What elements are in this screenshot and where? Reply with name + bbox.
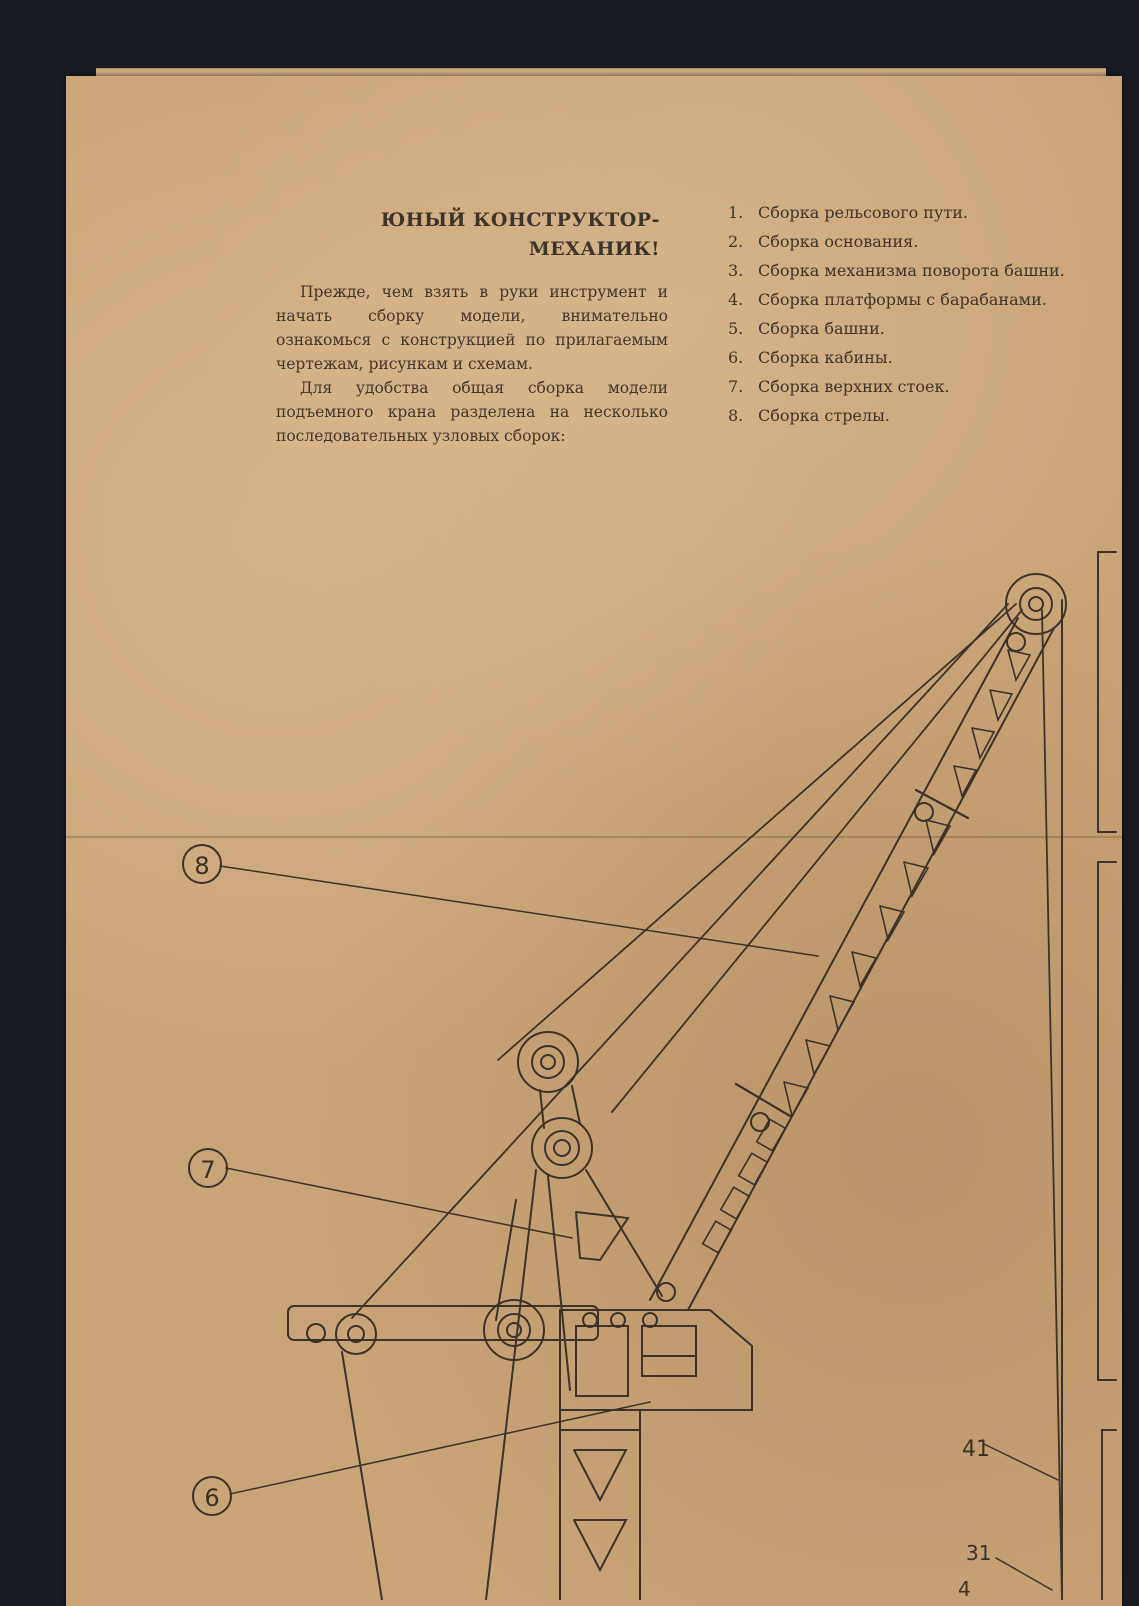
callout-4: 4 [958, 1577, 971, 1600]
boom-cables [351, 603, 1063, 1600]
step-number: 1. [728, 203, 744, 222]
callout-41: 41 [962, 1437, 990, 1462]
intro-paragraph-1: Прежде, чем взять в руки инструмент и на… [276, 283, 668, 373]
heading-line-1: ЮНЫЙ КОНСТРУКТОР- [380, 209, 660, 231]
paper-sheet [66, 76, 1122, 1606]
heading-line-2: МЕХАНИК! [528, 238, 660, 260]
step-text: Сборка кабины. [758, 348, 893, 367]
callout-8: 8 [194, 852, 209, 880]
tower-upper-struts [485, 1031, 663, 1600]
step-item: 4. Сборка платформы с барабанами. [728, 285, 1108, 314]
step-number: 8. [728, 406, 744, 425]
callout-7: 7 [200, 1156, 215, 1184]
callout-leaders [219, 865, 1059, 1591]
callout-31: 31 [966, 1541, 991, 1565]
step-item: 6. Сборка кабины. [728, 343, 1108, 372]
step-item: 1. Сборка рельсового пути. [728, 198, 1108, 227]
tower-lattice [559, 1409, 641, 1600]
right-frame-panels [1061, 551, 1117, 1600]
step-number: 5. [728, 319, 744, 338]
crane-boom [649, 617, 1055, 1311]
step-text: Сборка рельсового пути. [758, 203, 968, 222]
step-number: 4. [728, 290, 744, 309]
step-text: Сборка механизма поворота башни. [758, 261, 1065, 280]
callout-6: 6 [204, 1484, 219, 1512]
assembly-steps-list: 1. Сборка рельсового пути. 2. Сборка основ… [728, 198, 1108, 430]
intro-paragraph-2: Для удобства общая сборка модели подъемн… [276, 379, 668, 445]
step-item: 2. Сборка основания. [728, 227, 1108, 256]
paper-fold-line [66, 836, 1122, 838]
step-text: Сборка башни. [758, 319, 885, 338]
page-heading: ЮНЫЙ КОНСТРУКТОР- МЕХАНИК! [300, 206, 660, 264]
intro-text: Прежде, чем взять в руки инструмент и на… [276, 280, 668, 448]
step-number: 2. [728, 232, 744, 251]
counter-jib [287, 1299, 599, 1600]
step-item: 8. Сборка стрелы. [728, 401, 1108, 430]
step-text: Сборка верхних стоек. [758, 377, 950, 396]
step-item: 7. Сборка верхних стоек. [728, 372, 1108, 401]
step-item: 3. Сборка механизма поворота башни. [728, 256, 1108, 285]
step-text: Сборка стрелы. [758, 406, 890, 425]
boom-top-pulley [1005, 573, 1067, 652]
step-text: Сборка платформы с барабанами. [758, 290, 1047, 309]
step-text: Сборка основания. [758, 232, 919, 251]
step-number: 3. [728, 261, 744, 280]
callout-circles [182, 844, 232, 1516]
step-number: 7. [728, 377, 744, 396]
step-number: 6. [728, 348, 744, 367]
step-item: 5. Сборка башни. [728, 314, 1108, 343]
crane-cab [559, 1309, 753, 1411]
